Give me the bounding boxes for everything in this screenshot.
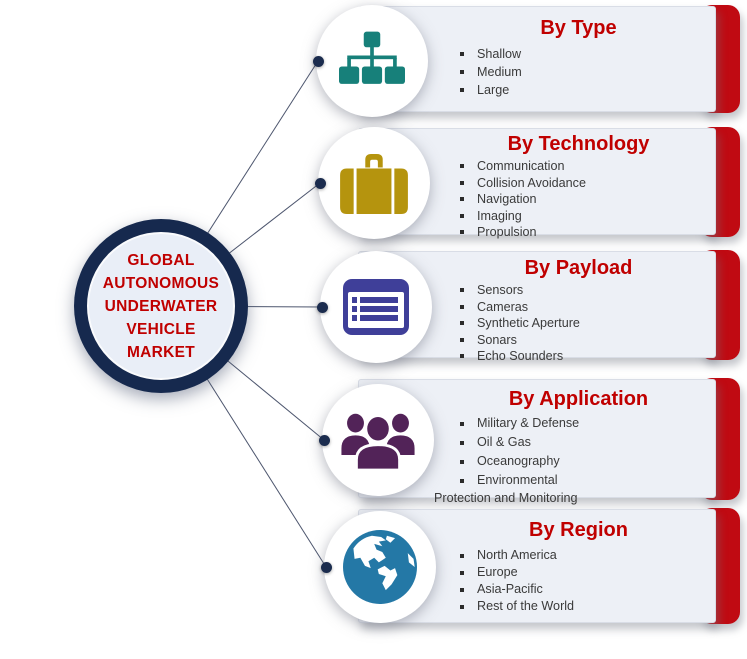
list-item: Imaging [460,208,709,225]
connector-dot [321,562,332,573]
bullet-icon [460,337,464,342]
connector-dot [319,435,330,446]
list-item: Europe [460,564,709,581]
bullet-icon [460,321,464,326]
connector-dot [315,178,326,189]
globe-icon [343,530,417,604]
segment-title: By Type [540,17,617,39]
hierarchy-icon [339,31,405,84]
hub-text-line: UNDERWATER [104,297,218,315]
list-item: Rest of the World [460,598,709,615]
bullet-icon [460,288,464,293]
list-item: Navigation [460,191,709,208]
central-market-circle-inner: GLOBAL AUTONOMOUS UNDERWATER VEHICLE MAR… [87,232,235,380]
hub-text-line: GLOBAL [127,251,195,269]
segment-icon-circle [318,127,430,239]
bullet-icon [460,459,464,464]
list-item: Collision Avoidance [460,175,709,192]
list-item: Military & Defense [460,414,709,433]
bullet-icon [460,180,464,185]
list-item: Sonars [460,332,709,349]
bullet-icon [460,88,464,92]
list-item: Oil & Gas [460,433,709,452]
list-item: Asia-Pacific [460,581,709,598]
list-icon [343,279,409,335]
bullet-icon [460,304,464,309]
list-item: Communication [460,158,709,175]
bullet-icon [460,197,464,202]
segment-icon-circle [324,511,436,623]
segment-icon-circle [320,251,432,363]
hub-text-line: AUTONOMOUS [102,274,220,292]
hub-text-line: MARKET [126,343,196,361]
segment-title: By Payload [524,257,633,279]
bullet-icon [460,553,464,558]
segment-title: By Technology [507,133,650,155]
list-item: Large [460,81,709,99]
bullet-icon [460,354,464,359]
segment-icon-circle [316,5,428,117]
segment-icon-circle [322,384,434,496]
list-item: North America [460,547,709,564]
bullet-icon [460,421,464,426]
people-icon [341,413,415,470]
list-item: Propulsion [460,224,709,241]
central-market-circle: GLOBAL AUTONOMOUS UNDERWATER VEHICLE MAR… [74,219,248,393]
item-continuation-line: Protection and Monitoring [434,491,578,505]
bullet-icon [460,52,464,56]
list-item: Echo Sounders [460,348,709,365]
hub-text-line: VEHICLE [126,320,196,338]
bullet-icon [460,478,464,483]
segment-title: By Region [529,519,628,541]
list-item: Shallow [460,45,709,63]
bullet-icon [460,230,464,235]
segment-title: By Application [508,388,649,410]
bullet-icon [460,164,464,169]
briefcase-icon [340,153,408,214]
list-item: Oceanography [460,452,709,471]
segment-item-list: Communication Collision Avoidance Naviga… [434,158,709,241]
segment-item-list: Sensors Cameras Synthetic Aperture Sonar… [434,282,709,365]
connector-dot [313,56,324,67]
list-item: Cameras [460,299,709,316]
bullet-icon [460,213,464,218]
list-item: Sensors [460,282,709,299]
list-item: Environmental [460,471,709,490]
bullet-icon [460,570,464,575]
segment-item-list: Military & Defense Oil & Gas Oceanograph… [434,414,709,490]
segment-item-list: North America Europe Asia-Pacific Rest o… [434,547,709,615]
segment-item-list: Shallow Medium Large [434,45,709,99]
bullet-icon [460,70,464,74]
bullet-icon [460,604,464,609]
list-item: Synthetic Aperture [460,315,709,332]
bullet-icon [460,440,464,445]
connector-dot [317,302,328,313]
list-item: Medium [460,63,709,81]
bullet-icon [460,587,464,592]
